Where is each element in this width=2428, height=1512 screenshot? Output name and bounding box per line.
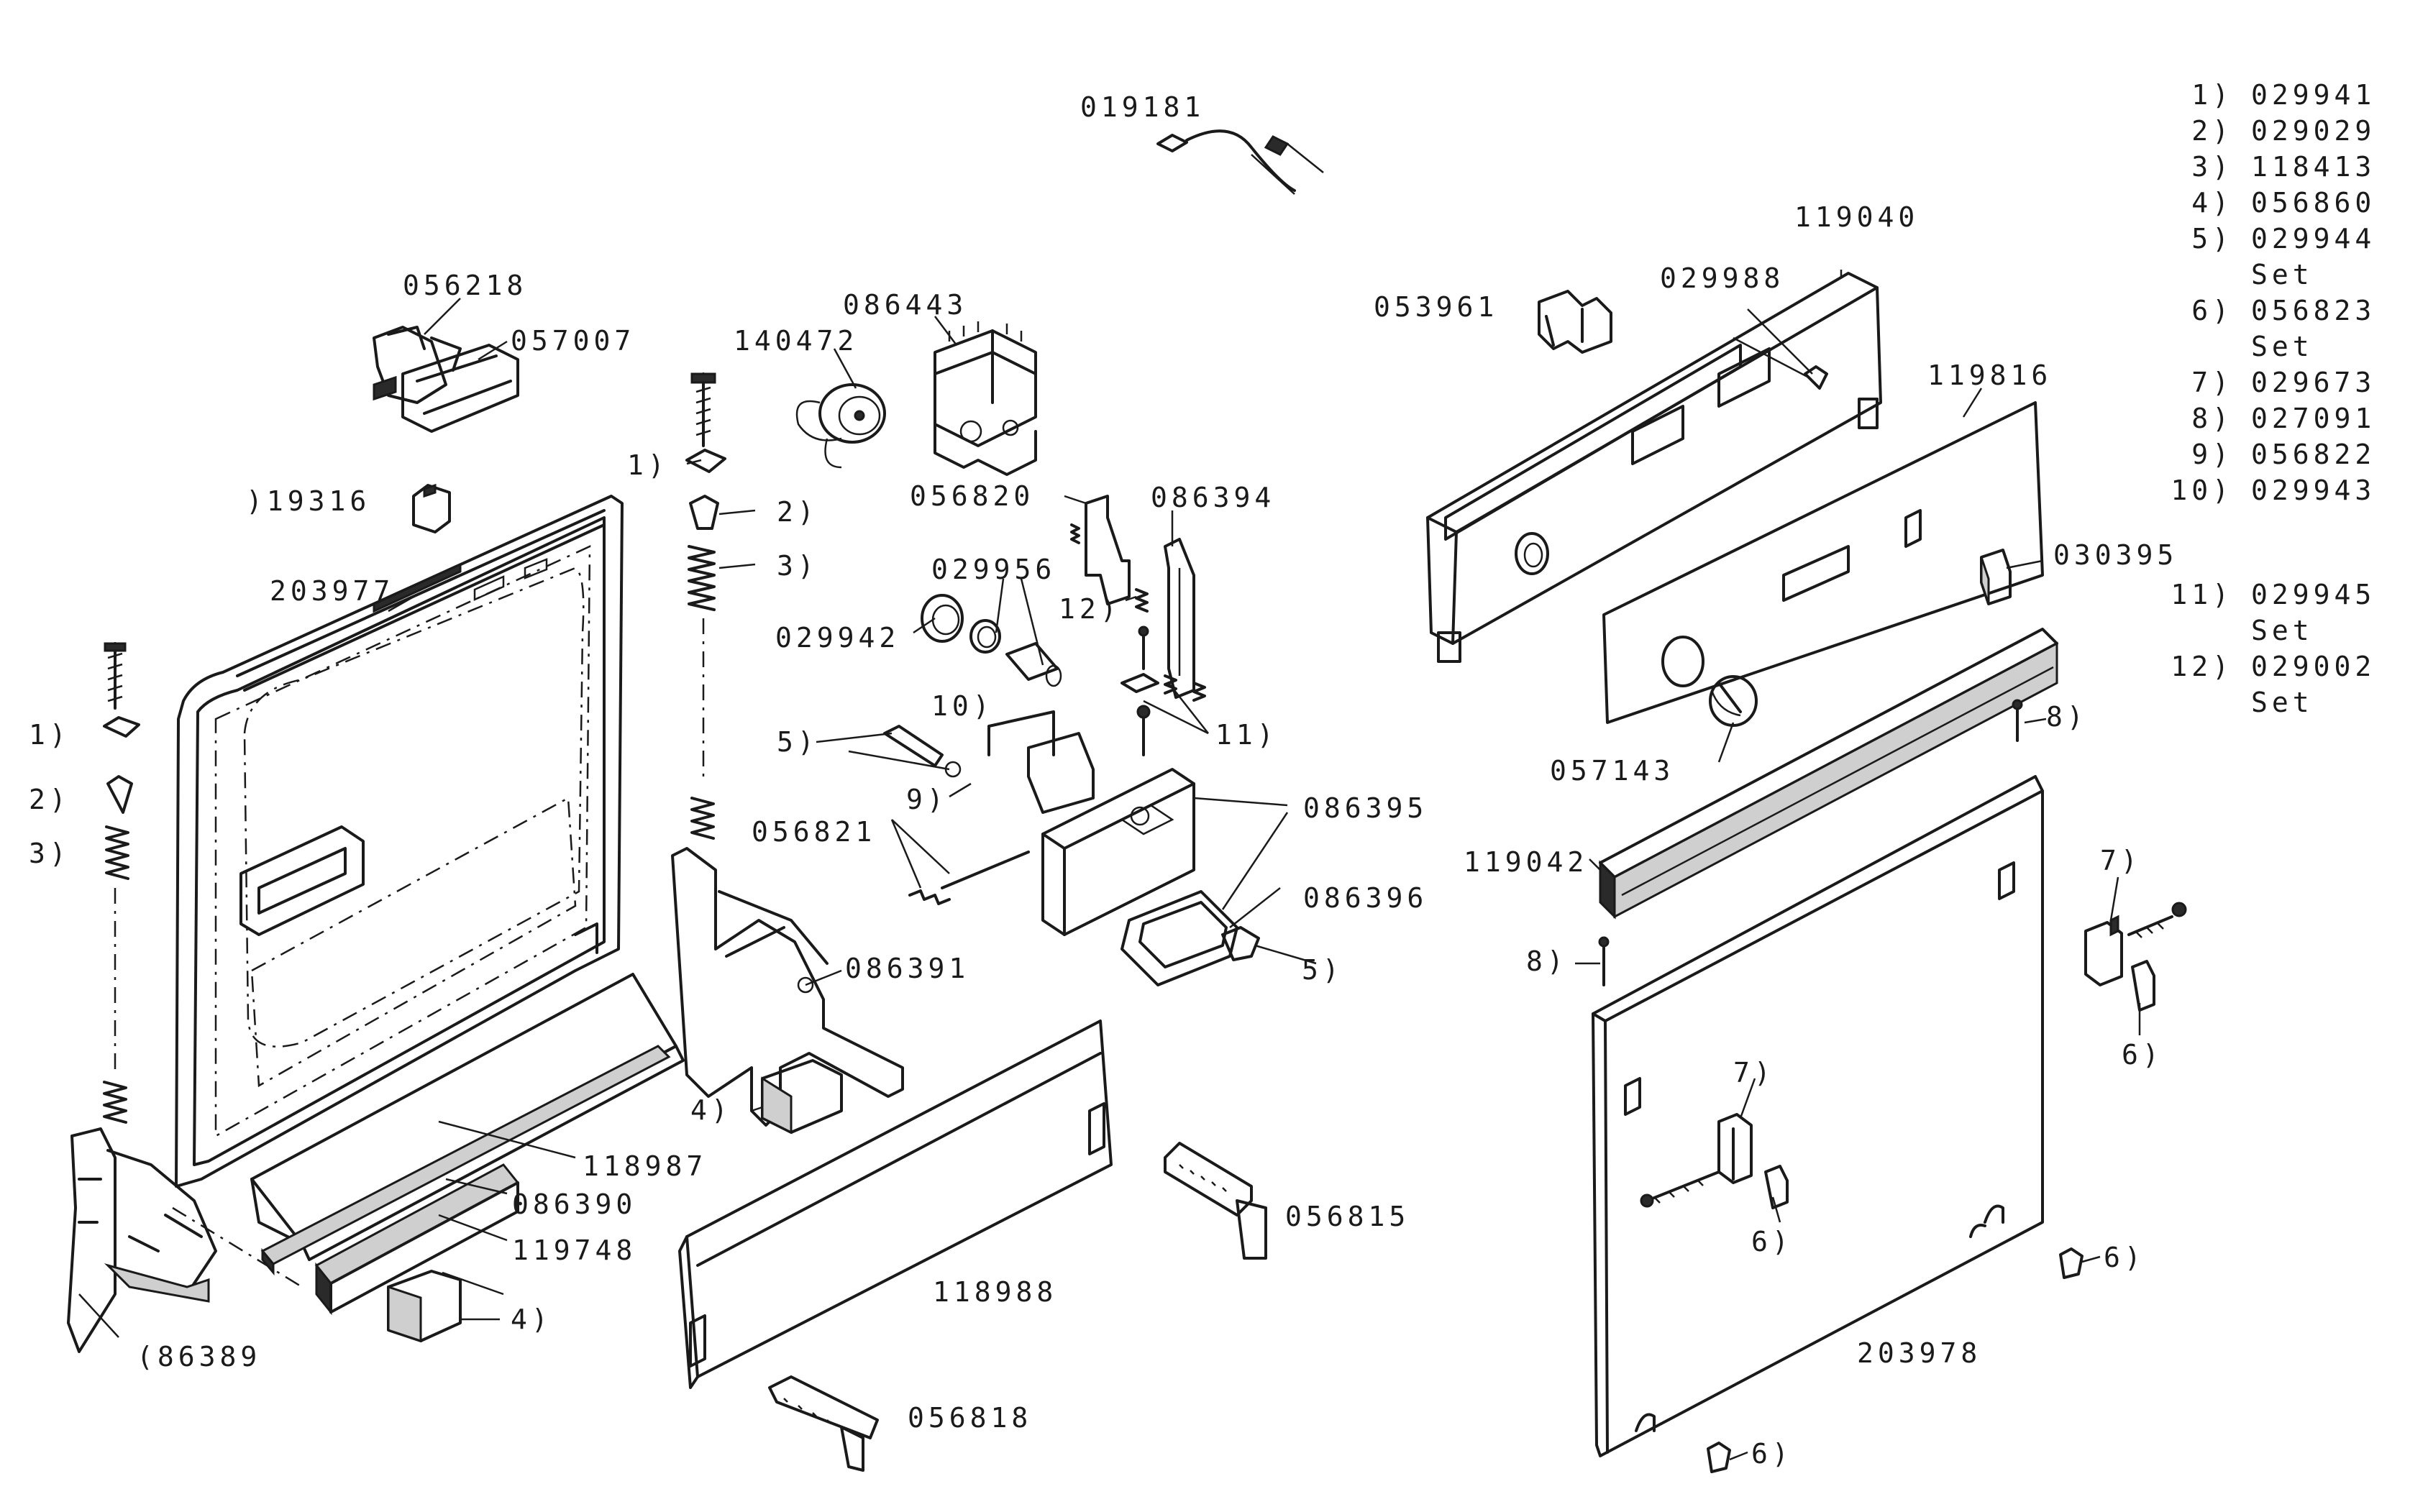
label-056820: 056820 xyxy=(910,480,1034,512)
label-119748: 119748 xyxy=(512,1234,636,1266)
part-number-labels: 019181 056218 057007 086443 140472 )1931… xyxy=(137,91,2178,1434)
legend-part-8: 027091 xyxy=(2251,403,2375,434)
label-056815: 056815 xyxy=(1285,1201,1410,1232)
legend-ref-5: 5) xyxy=(2191,223,2233,255)
label-119816: 119816 xyxy=(1927,359,2052,391)
reference-numbers: 1) 2) 3) 1) 2) 3) 12) 10) 11) 5) 9) 5) 4… xyxy=(29,449,2163,1470)
label-086391: 086391 xyxy=(845,953,969,984)
label-029988: 029988 xyxy=(1660,262,1784,294)
legend-ref-2: 2) xyxy=(2191,115,2233,147)
ref-3-mid: 3) xyxy=(777,550,818,582)
label-086443: 086443 xyxy=(843,289,967,321)
ref-6-b: 6) xyxy=(1751,1226,1793,1257)
legend-part-3: 118413 xyxy=(2251,151,2375,183)
label-086389: (86389 xyxy=(137,1341,261,1373)
ref-7-b: 7) xyxy=(1733,1057,1775,1089)
label-086390: 086390 xyxy=(512,1188,636,1220)
legend-ref-9: 9) xyxy=(2191,439,2233,470)
legend-part-9: 056822 xyxy=(2251,439,2375,470)
ref-4-low: 4) xyxy=(511,1303,552,1335)
legend-part-10: 029943 xyxy=(2251,475,2375,506)
label-119040: 119040 xyxy=(1794,201,1919,233)
legend-ref-1: 1) xyxy=(2191,79,2233,111)
ref-12: 12) xyxy=(1059,593,1121,625)
label-057143: 057143 xyxy=(1550,755,1674,787)
label-086396: 086396 xyxy=(1303,882,1428,914)
legend-part-11: 029945 xyxy=(2251,579,2375,610)
ref-1-mid: 1) xyxy=(627,449,669,481)
legend-part-7: 029673 xyxy=(2251,367,2375,398)
control-panel-assembly xyxy=(1426,272,2044,727)
legend-ref-6: 6) xyxy=(2191,295,2233,326)
legend-part-2: 029029 xyxy=(2251,115,2375,147)
outer-door-panel xyxy=(1592,775,2044,1457)
ref-4-mid: 4) xyxy=(690,1094,732,1126)
middle-spring-assembly xyxy=(685,372,726,840)
ref-9: 9) xyxy=(906,784,948,815)
legend-part-5: 029944 xyxy=(2251,223,2375,255)
legend-ref-11: 11) xyxy=(2171,579,2233,610)
legend-ref-3: 3) xyxy=(2191,151,2233,183)
kick-plate-parts xyxy=(678,1020,1267,1472)
label-056821: 056821 xyxy=(752,816,876,848)
door-lock-assembly xyxy=(883,495,1260,986)
ref-2-left: 2) xyxy=(29,784,70,815)
label-057007: 057007 xyxy=(511,325,635,357)
ref-1-left: 1) xyxy=(29,719,70,751)
label-019316: )19316 xyxy=(246,485,370,517)
bottom-strips xyxy=(250,973,685,1343)
legend-ref-10: 10) xyxy=(2171,475,2233,506)
legend-part-4: 056860 xyxy=(2251,187,2375,219)
label-030395: 030395 xyxy=(2053,539,2178,571)
legend-ref-7: 7) xyxy=(2191,367,2233,398)
ref-6-d: 6) xyxy=(1751,1438,1793,1470)
legend-note-12: Set xyxy=(2251,687,2314,718)
ref-6-c: 6) xyxy=(2104,1242,2145,1273)
label-086395: 086395 xyxy=(1303,792,1428,824)
label-086394: 086394 xyxy=(1151,482,1275,513)
upper-trim-bar xyxy=(1598,628,2058,986)
label-053961: 053961 xyxy=(1374,291,1498,323)
legend-ref-8: 8) xyxy=(2191,403,2233,434)
label-203977: 203977 xyxy=(270,575,394,607)
leader-lines xyxy=(388,270,2141,1461)
ref-8-b: 8) xyxy=(1526,945,1568,977)
label-203978: 203978 xyxy=(1857,1337,1981,1369)
cable-019181 xyxy=(1156,129,1324,195)
label-140472: 140472 xyxy=(734,325,858,357)
legend-part-12: 029002 xyxy=(2251,651,2375,682)
ref-5-b: 5) xyxy=(1302,954,1343,986)
legend-ref-12: 12) xyxy=(2171,651,2233,682)
ref-6-a: 6) xyxy=(2122,1039,2163,1071)
timer-and-motor xyxy=(795,321,1037,476)
ref-2-mid: 2) xyxy=(777,496,818,528)
label-118988: 118988 xyxy=(933,1276,1057,1308)
parts-legend: 1) 029941 2) 029029 3) 118413 4) 056860 … xyxy=(2171,79,2375,718)
ref-7-a: 7) xyxy=(2100,845,2142,876)
inner-door-panel xyxy=(175,495,624,1188)
legend-ref-4: 4) xyxy=(2191,187,2233,219)
ref-11: 11) xyxy=(1215,719,1278,751)
legend-note-6: Set xyxy=(2251,331,2314,362)
ref-10: 10) xyxy=(931,690,994,722)
side-hinge-parts xyxy=(1707,902,2187,1473)
label-029956: 029956 xyxy=(931,554,1056,585)
label-118987: 118987 xyxy=(583,1150,707,1182)
label-029942: 029942 xyxy=(775,622,900,654)
label-019181: 019181 xyxy=(1080,91,1205,123)
label-056818: 056818 xyxy=(908,1402,1032,1434)
label-056218: 056218 xyxy=(403,270,527,301)
left-spring-assembly xyxy=(67,642,303,1353)
upper-left-parts xyxy=(373,326,519,533)
right-hinge-bracket xyxy=(671,847,904,1127)
legend-note-11: Set xyxy=(2251,615,2314,646)
legend-part-1: 029941 xyxy=(2251,79,2375,111)
legend-part-6: 056823 xyxy=(2251,295,2375,326)
legend-note-5: Set xyxy=(2251,259,2314,290)
ref-3-left: 3) xyxy=(29,838,70,869)
label-119042: 119042 xyxy=(1464,846,1588,878)
ref-5-a: 5) xyxy=(777,726,818,758)
ref-8-a: 8) xyxy=(2046,701,2088,733)
